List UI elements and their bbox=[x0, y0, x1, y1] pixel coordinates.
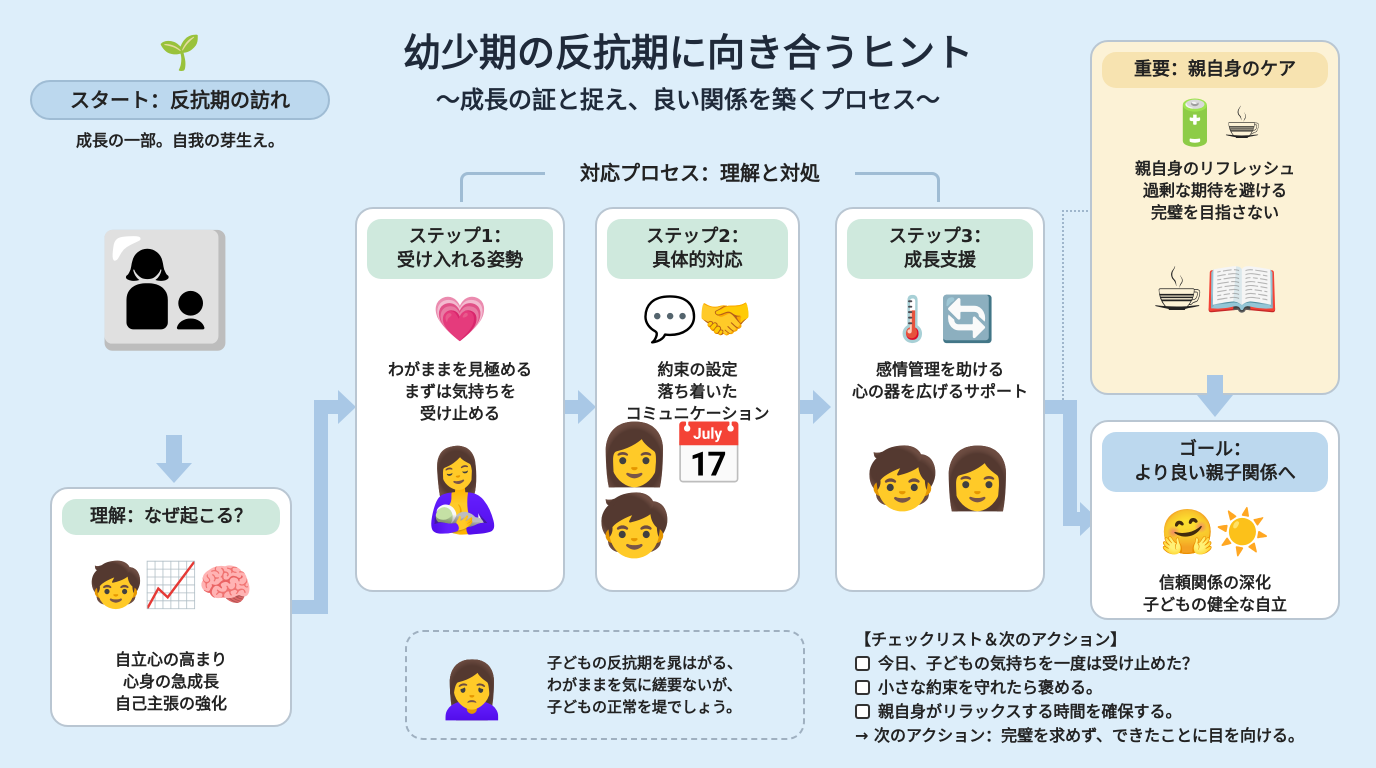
sprout-icon: 🌱 bbox=[158, 33, 202, 73]
worried-mother-illustration: 🙍‍♀️ bbox=[434, 652, 510, 723]
step1-card: ステップ1： 受け入れる姿勢 💗 わがままを見極めるまずは気持ちを受け止める 🤱 bbox=[355, 207, 565, 592]
checkbox[interactable] bbox=[855, 680, 870, 695]
start-text: 成長の一部。自我の芽生え。 bbox=[75, 131, 284, 150]
step-title: ステップ2： bbox=[646, 226, 749, 247]
arrow-to-step3 bbox=[813, 390, 831, 424]
understand-line: 自立心の高まり bbox=[114, 650, 227, 669]
battery-coffee-icon: 🔋☕ bbox=[1167, 98, 1263, 149]
self-care-card: 重要：親自身のケア 🔋☕ 親自身のリフレッシュ過剰な期待を避ける完璧を目指さない… bbox=[1090, 40, 1340, 395]
step-line: わがままを見極める bbox=[387, 360, 532, 379]
understand-line: 自己主張の強化 bbox=[114, 694, 227, 713]
chat-pinky-promise-icon: 💬🤝 bbox=[642, 294, 753, 345]
arrow-to-goal-down bbox=[1197, 395, 1233, 417]
step-line: まずは気持ちを bbox=[403, 382, 516, 401]
page-subtitle: 〜成長の証と捉え、良い関係を築くプロセス〜 bbox=[436, 86, 940, 114]
care-line: 過剰な期待を避ける bbox=[1142, 181, 1287, 200]
step-subtitle: 受け入れる姿勢 bbox=[397, 250, 523, 271]
checklist-item[interactable]: 親自身がリラックスする時間を確保する。 bbox=[855, 700, 1365, 724]
arrow-to-step1 bbox=[314, 400, 342, 414]
bubble-line: 子どもの正常を堤でしょう。 bbox=[547, 698, 742, 716]
page-title: 幼少期の反抗期に向き合うヒント bbox=[402, 31, 973, 75]
step-subtitle: 成長支援 bbox=[904, 250, 976, 271]
step-line: 落ち着いた bbox=[657, 382, 738, 401]
care-line: 完璧を目指さない bbox=[1150, 203, 1279, 222]
understand-card: 理解：なぜ起こる？ 🧒📈🧠 自立心の高まり 心身の急成長 自己主張の強化 bbox=[50, 487, 292, 727]
checklist-item-label: 今日、子どもの気持ちを一度は受け止めた？ bbox=[878, 654, 1199, 673]
understand-line: 心身の急成長 bbox=[122, 672, 219, 691]
checklist-item-label: 小さな約束を守れたら褒める。 bbox=[878, 678, 1103, 697]
mother-child-promise-illustration: 👩📅🧒 bbox=[597, 420, 747, 561]
step-line: 受け止める bbox=[419, 404, 500, 423]
step3-card: ステップ3： 成長支援 🌡️🔄 感情管理を助ける心の器を広げるサポート 🧒👩 bbox=[835, 207, 1045, 592]
step-line: 感情管理を助ける bbox=[875, 360, 1004, 379]
mother-comforting-child-illustration: 🤱 bbox=[410, 443, 510, 536]
mother-child-illustration: 👩‍👦 bbox=[96, 225, 234, 354]
bubble-line: 子どもの反抗期を晁はがる、 bbox=[547, 654, 743, 672]
checklist-item[interactable]: 小さな約束を守れたら褒める。 bbox=[855, 676, 1365, 700]
down-arrow bbox=[166, 435, 182, 465]
self-care-label: 重要：親自身のケア bbox=[1102, 52, 1328, 88]
bubble-line: わがままを気に縒要ないが、 bbox=[547, 676, 742, 694]
goal-card: ゴール： より良い親子関係へ 🤗☀️ 信頼関係の深化子どもの健全な自立 bbox=[1090, 420, 1340, 620]
mother-reading-illustration: ☕📖 bbox=[1150, 254, 1280, 325]
step-line: コミュニケーション bbox=[625, 404, 770, 423]
process-label: 対応プロセス：理解と対処 bbox=[545, 160, 855, 186]
step-title: ステップ3： bbox=[888, 226, 992, 247]
checkbox[interactable] bbox=[855, 656, 870, 671]
dotted-connector bbox=[1062, 210, 1088, 400]
step-subtitle: 具体的対応 bbox=[652, 250, 743, 271]
step-line: 心の器を広げるサポート bbox=[851, 382, 1028, 401]
care-line: 親自身のリフレッシュ bbox=[1134, 159, 1295, 178]
goal-line: 子どもの健全な自立 bbox=[1142, 595, 1287, 614]
checklist-item[interactable]: 今日、子どもの気持ちを一度は受け止めた？ bbox=[855, 652, 1365, 676]
start-pill: スタート：反抗期の訪れ bbox=[30, 80, 330, 120]
step-title: ステップ1： bbox=[408, 226, 512, 247]
growth-brain-illustration: 🧒📈🧠 bbox=[88, 560, 254, 611]
next-action: → 次のアクション：完璧を求めず、できたことに目を向ける。 bbox=[855, 726, 1305, 745]
goal-line: 信頼関係の深化 bbox=[1158, 573, 1271, 592]
mother-calming-child-illustration: 🧒👩 bbox=[865, 443, 1015, 514]
checklist-item-label: 親自身がリラックスする時間を確保する。 bbox=[878, 702, 1182, 721]
step-line: 約束の設定 bbox=[657, 360, 738, 379]
step2-card: ステップ2： 具体的対応 💬🤝 約束の設定落ち着いたコミュニケーション 👩📅🧒 bbox=[595, 207, 800, 592]
goal-subtitle: より良い親子関係へ bbox=[1134, 463, 1296, 484]
advice-bubble: 🙍‍♀️ 子どもの反抗期を晁はがる、わがままを気に縒要ないが、子どもの正常を堤で… bbox=[405, 630, 805, 740]
goal-title: ゴール： bbox=[1179, 439, 1251, 460]
hug-sun-illustration: 🤗☀️ bbox=[1160, 507, 1270, 558]
checklist: 【チェックリスト＆次のアクション】 今日、子どもの気持ちを一度は受け止めた？ 小… bbox=[855, 628, 1365, 748]
gauge-cycle-icon: 🌡️🔄 bbox=[885, 294, 995, 345]
heart-hug-icon: 💗 bbox=[432, 294, 488, 345]
checkbox[interactable] bbox=[855, 704, 870, 719]
understand-label: 理解：なぜ起こる？ bbox=[62, 499, 280, 535]
arrow-to-step2 bbox=[578, 390, 596, 424]
checklist-title: 【チェックリスト＆次のアクション】 bbox=[855, 630, 1127, 649]
